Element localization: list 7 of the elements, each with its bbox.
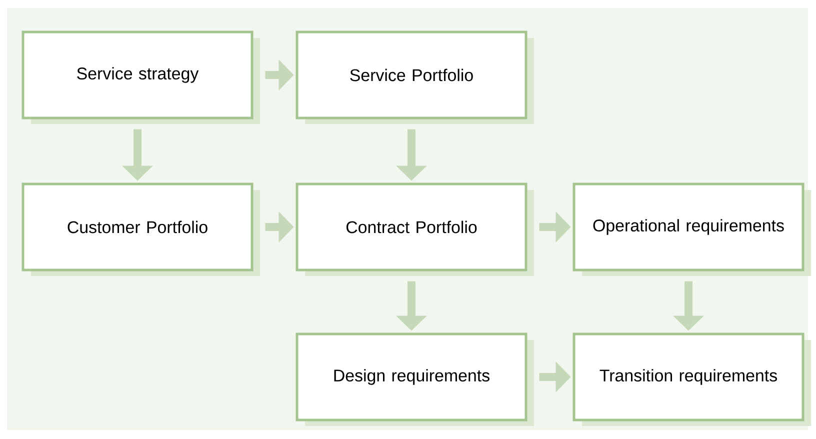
process-box: Transition requirements	[572, 332, 804, 422]
process-box: Design requirements	[296, 332, 528, 422]
process-box: Contract Portfolio	[296, 182, 528, 272]
process-box: Service strategy	[22, 30, 254, 120]
process-box: Service Portfolio	[296, 30, 528, 120]
process-box: Customer Portfolio	[22, 182, 254, 272]
process-box: Operational requirements	[572, 182, 804, 272]
